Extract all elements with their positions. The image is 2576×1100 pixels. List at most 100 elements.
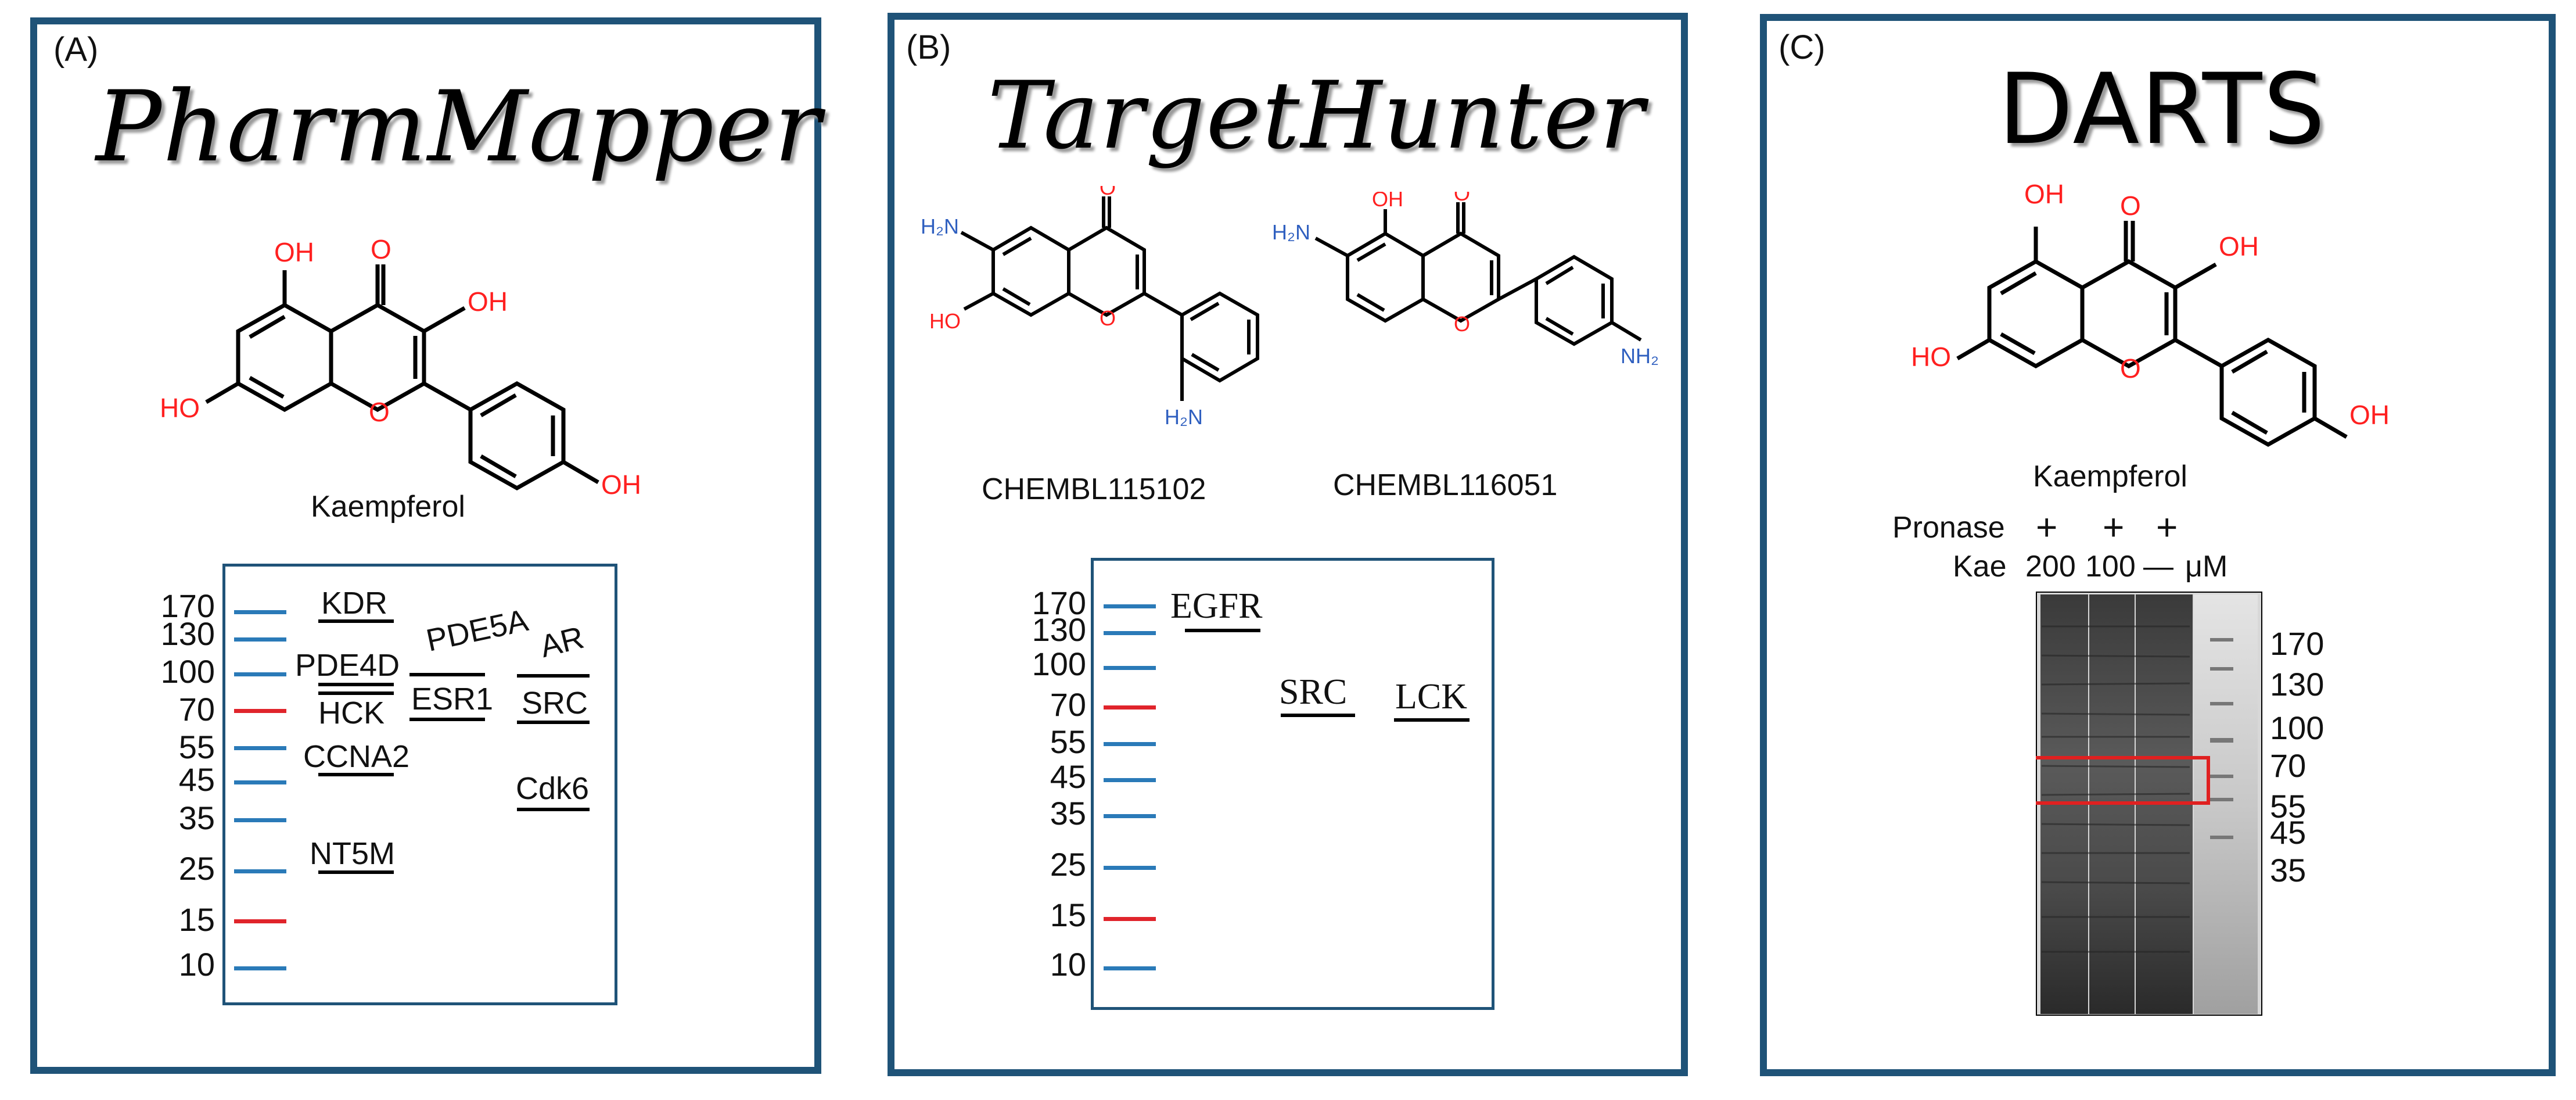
mw-label: 170: [160, 587, 215, 624]
mw-label: 35: [1050, 795, 1086, 832]
band-line: [409, 718, 485, 721]
kaempferol-structure-c: OH O OH HO O OH: [1911, 179, 2390, 447]
target-kdr: KDR: [321, 586, 388, 621]
gel-box-a: [222, 564, 617, 1005]
atom-oh-c: OH: [1372, 192, 1403, 211]
mw-label: 100: [160, 653, 215, 690]
marker-tick: [1104, 742, 1156, 746]
band-line: [517, 721, 590, 724]
mw-label: 100: [1032, 646, 1086, 682]
atom-nh2-d: NH₂: [1621, 344, 1659, 368]
band-line: [517, 674, 590, 678]
mw-label: 130: [2270, 666, 2324, 703]
atom-ho-left-c: HO: [1911, 342, 1951, 372]
marker-tick: [234, 966, 286, 970]
target-lck: LCK: [1395, 677, 1467, 716]
mw-label: 55: [2270, 788, 2306, 825]
pronase-value: +: [2103, 506, 2125, 548]
marker-tick: [234, 746, 286, 750]
marker-tick: [1104, 631, 1156, 635]
kae-label: Kae: [1953, 550, 2007, 583]
mw-label: 45: [1050, 758, 1086, 795]
mw-label: 25: [178, 850, 215, 887]
mw-label: 15: [178, 901, 215, 938]
mw-label: 55: [178, 729, 215, 765]
darts-gel-image: [2036, 592, 2262, 1016]
kae-value: 100: [2085, 550, 2136, 583]
atom-oh-top-a: OH: [274, 237, 314, 267]
marker-tick-red: [234, 919, 286, 923]
atom-oh-a: HO: [929, 309, 961, 333]
pronase-value: +: [2156, 506, 2178, 548]
mw-label: 45: [178, 761, 215, 798]
panel-b-label: (B): [906, 28, 951, 66]
marker-tick-red: [234, 709, 286, 713]
atom-o-ring-a: O: [369, 397, 390, 427]
target-ccna2: CCNA2: [303, 739, 410, 774]
marker-tick-red: [1104, 705, 1156, 710]
mw-label: 170: [2270, 625, 2324, 662]
band-line: [318, 683, 394, 686]
marker-tick: [234, 610, 286, 614]
target-nt5m: NT5M: [310, 836, 395, 871]
atom-ho-left-a: HO: [160, 393, 200, 423]
mw-label: 70: [2270, 747, 2306, 784]
band-line: [409, 673, 485, 676]
mw-label: 55: [1050, 723, 1086, 760]
mw-label: 70: [178, 691, 215, 728]
pronase-label: Pronase: [1892, 511, 2005, 544]
atom-o-keto-c2: O: [2120, 191, 2141, 221]
panel-b-title: TargetHunter: [987, 61, 1646, 170]
marker-tick: [234, 818, 286, 822]
target-src-b: SRC: [1279, 672, 1348, 712]
marker-tick: [1104, 966, 1156, 970]
kae-value: 200: [2025, 550, 2076, 583]
atom-o-keto-a2: O: [1100, 186, 1116, 199]
panel-a-title: PharmMapper: [96, 70, 822, 184]
panel-c-title: DARTS: [1998, 52, 2327, 166]
mw-label: 130: [1032, 611, 1086, 648]
unit-label: μM: [2185, 550, 2228, 583]
marker-tick: [1104, 814, 1156, 818]
band-line: [318, 773, 394, 776]
marker-tick: [234, 869, 286, 873]
atom-nh2-c: H₂N: [1272, 220, 1310, 244]
gel-box-b: [1091, 558, 1494, 1010]
target-esr1: ESR1: [411, 682, 494, 716]
atom-o-keto-a: O: [371, 234, 391, 264]
atom-nh2-meta: H₂N: [1165, 405, 1203, 429]
kae-value: —: [2143, 550, 2173, 583]
atom-o-ring-c: O: [1454, 312, 1470, 336]
target-egfr: EGFR: [1170, 586, 1263, 626]
atom-oh-right-c: OH: [2219, 231, 2259, 261]
atom-oh-right-a: OH: [468, 286, 508, 317]
band-line: [1394, 718, 1470, 722]
target-src: SRC: [522, 686, 588, 721]
mw-label: 15: [1050, 897, 1086, 933]
band-line: [318, 691, 394, 695]
marker-tick: [234, 637, 286, 642]
marker-tick: [1104, 604, 1156, 608]
mw-label: 45: [2270, 814, 2306, 851]
atom-oh-phenyl-c: OH: [2349, 400, 2390, 430]
band-line: [517, 808, 590, 811]
marker-tick: [1104, 666, 1156, 670]
compound-name-a: Kaempferol: [311, 490, 465, 524]
band-line: [318, 870, 394, 874]
target-cdk6: Cdk6: [516, 771, 590, 806]
mw-label: 100: [2270, 710, 2324, 746]
atom-nh2-a: H₂N: [921, 214, 959, 238]
atom-o-keto-c: O: [1454, 192, 1470, 205]
chembl115102-structure: H₂N HO O O H₂N: [921, 186, 1259, 429]
mw-label: 25: [1050, 846, 1086, 883]
marker-tick: [1104, 778, 1156, 782]
marker-tick: [1104, 866, 1156, 870]
mw-label: 70: [1050, 686, 1086, 723]
atom-oh-top-c: OH: [2024, 179, 2064, 209]
mw-label: 10: [1050, 946, 1086, 983]
chembl116051-structure: H₂N OH O O NH₂: [1272, 192, 1659, 368]
atom-o-ring-c2: O: [2120, 353, 2141, 384]
mw-label: 35: [2270, 852, 2306, 888]
band-line: [1281, 714, 1355, 717]
mw-label: 130: [160, 615, 215, 652]
